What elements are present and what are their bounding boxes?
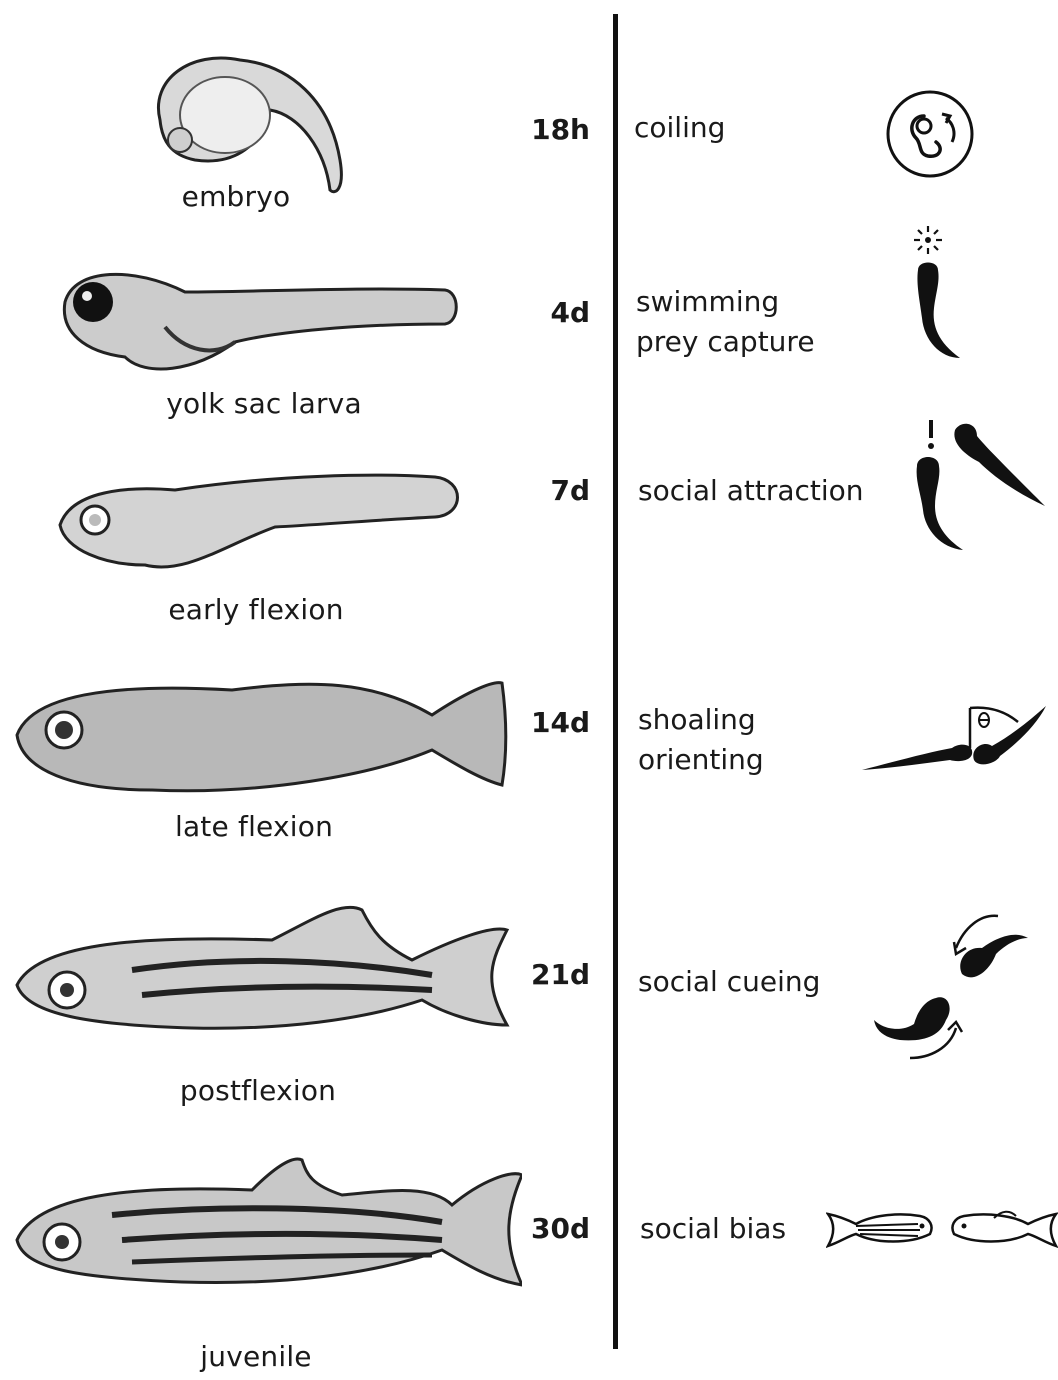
behavior-swimming-prey: swimming prey capture bbox=[636, 282, 815, 362]
behavior-social-attraction: social attraction bbox=[638, 471, 864, 511]
timeline-divider bbox=[613, 14, 618, 1349]
behavior-social-bias: social bias bbox=[640, 1209, 786, 1249]
stage-label-late-flexion: late flexion bbox=[54, 810, 454, 843]
two-fish-outline-icon bbox=[826, 1206, 1058, 1256]
behavior-line: prey capture bbox=[636, 322, 815, 362]
stage-label-early-flexion: early flexion bbox=[56, 593, 456, 626]
early-flexion-illustration bbox=[55, 465, 465, 585]
behavior-line: social bias bbox=[640, 1209, 786, 1249]
circling-fish-icon bbox=[870, 908, 1040, 1068]
behavior-line: orienting bbox=[638, 740, 764, 780]
stage-label-embryo: embryo bbox=[36, 180, 436, 213]
behavior-shoaling-orienting: shoaling orienting bbox=[638, 700, 764, 780]
postflexion-illustration bbox=[12, 900, 512, 1065]
late-flexion-illustration bbox=[12, 675, 512, 805]
behavior-line: social cueing bbox=[638, 962, 820, 1002]
time-label-30d: 30d bbox=[500, 1212, 590, 1245]
juvenile-illustration bbox=[12, 1150, 522, 1315]
embryo-coil-icon bbox=[884, 88, 976, 180]
behavior-line: coiling bbox=[634, 108, 725, 148]
time-label-18h: 18h bbox=[500, 113, 590, 146]
two-larvae-attraction-icon bbox=[905, 414, 1050, 554]
yolk-sac-larva-illustration bbox=[55, 262, 465, 382]
stage-label-postflexion: postflexion bbox=[58, 1074, 458, 1107]
orienting-angle-icon bbox=[860, 700, 1050, 780]
behavior-line: social attraction bbox=[638, 471, 864, 511]
behavior-line: shoaling bbox=[638, 700, 764, 740]
behavior-social-cueing: social cueing bbox=[638, 962, 820, 1002]
behavior-coiling: coiling bbox=[634, 108, 725, 148]
time-label-4d: 4d bbox=[500, 296, 590, 329]
stage-label-yolk-sac-larva: yolk sac larva bbox=[64, 387, 464, 420]
behavior-line: swimming bbox=[636, 282, 815, 322]
stage-label-juvenile: juvenile bbox=[56, 1340, 456, 1373]
time-label-21d: 21d bbox=[500, 958, 590, 991]
time-label-14d: 14d bbox=[500, 706, 590, 739]
time-label-7d: 7d bbox=[500, 474, 590, 507]
larva-prey-icon bbox=[900, 222, 970, 370]
